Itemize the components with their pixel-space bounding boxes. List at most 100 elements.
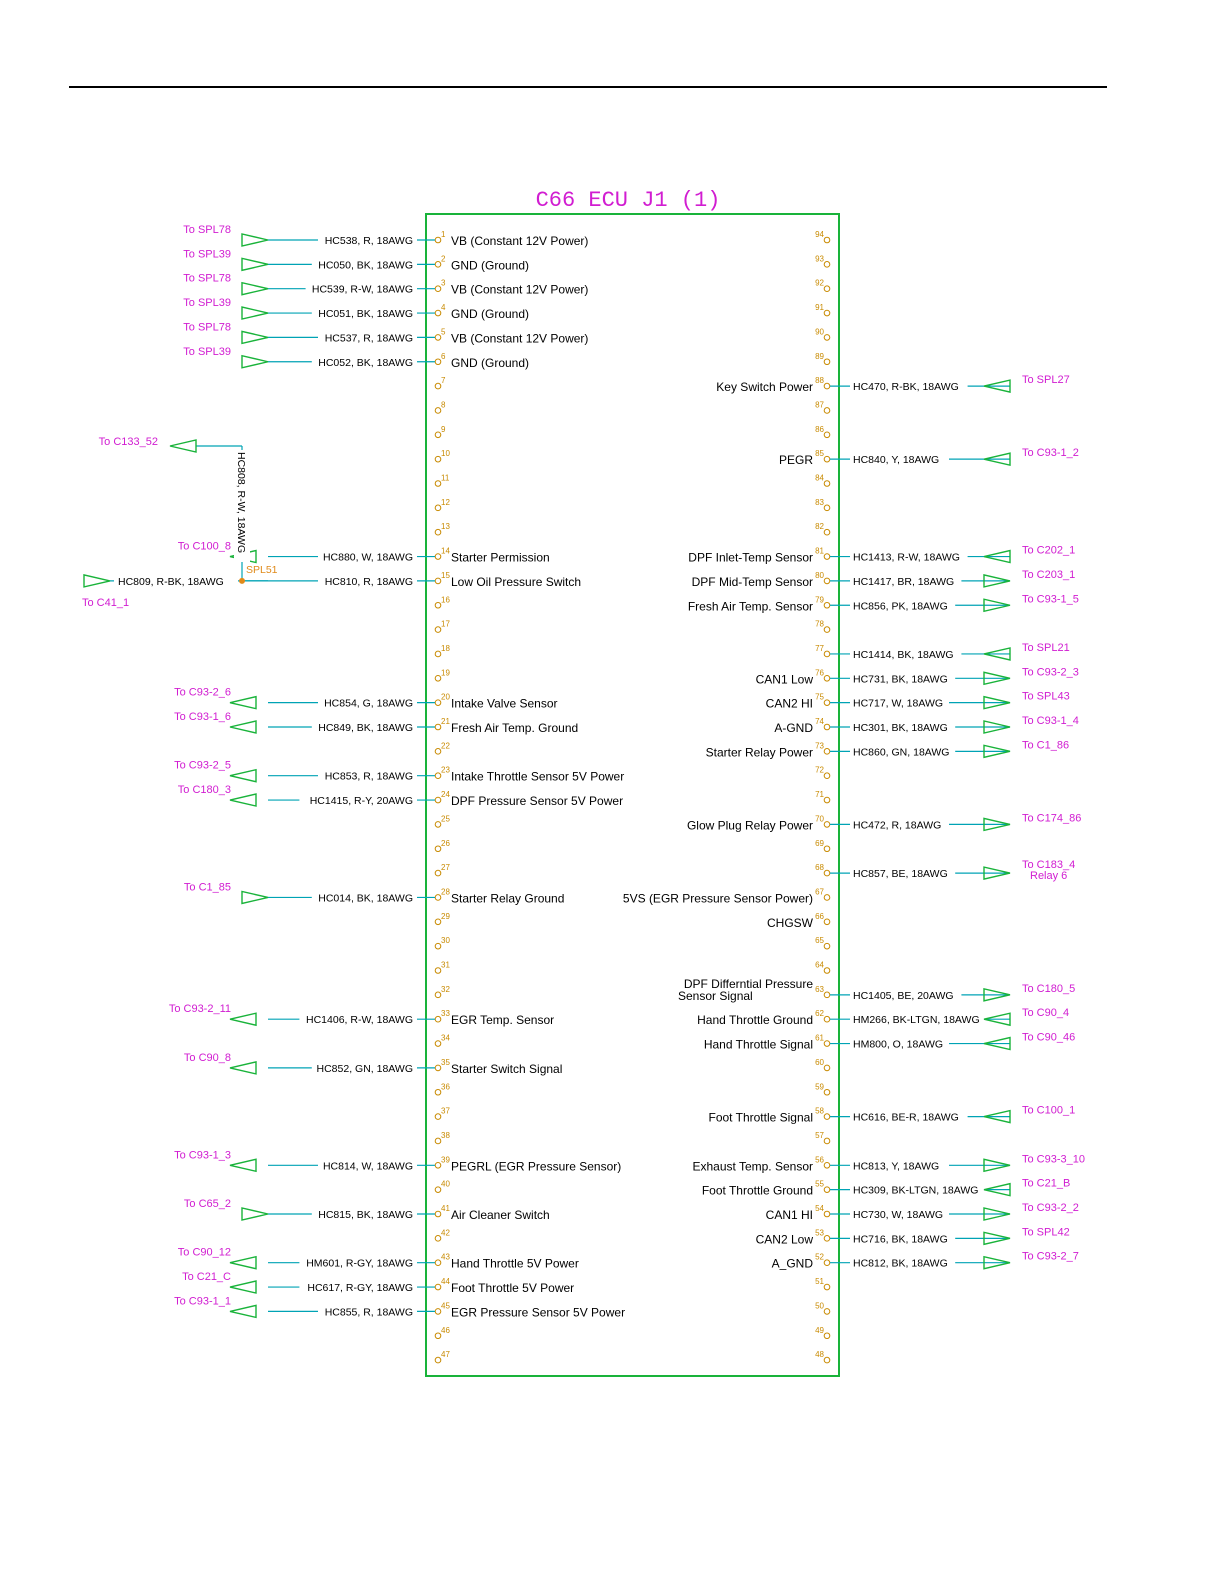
- pin-76-circle: [823, 675, 831, 682]
- splice-vertical-wire-mask: [234, 450, 250, 562]
- pin-66-number: 66: [815, 912, 824, 921]
- pin-26-number: 26: [441, 839, 450, 848]
- pin-88-circle: [823, 382, 831, 390]
- pin-45-number: 45: [441, 1301, 450, 1310]
- pin-60-circle: [823, 1064, 831, 1072]
- pin-71-number: 71: [815, 790, 824, 799]
- pin-46-circle: [434, 1332, 442, 1340]
- pin-45-circle: [434, 1308, 442, 1315]
- pin-55-arrow: [983, 1182, 1011, 1197]
- pin-39-destination: To C93-1_3: [174, 1149, 231, 1161]
- pin-68-wire-label: HC857, BE, 18AWG: [853, 868, 948, 880]
- pin-3-circle: [434, 285, 442, 293]
- pin-79-number: 79: [815, 595, 824, 604]
- pin-85-circle: [823, 455, 831, 463]
- pin-23-arrow: [229, 768, 257, 783]
- pin-28-wire-label: HC014, BK, 18AWG: [318, 892, 413, 904]
- pin-19-number: 19: [441, 668, 450, 677]
- pin-20-wire-mask: [318, 694, 417, 709]
- pin-5-number: 5: [441, 327, 446, 336]
- pin-84-circle: [823, 480, 831, 487]
- pin-76-label: CAN1 Low: [756, 672, 814, 686]
- pin-4-label: GND (Ground): [451, 307, 529, 321]
- pin-6-destination: To SPL39: [183, 346, 231, 358]
- pin-81-destination: To C202_1: [1022, 545, 1075, 557]
- pin-3-label: VB (Constant 12V Power): [451, 283, 588, 297]
- pin-77-wire-label: HC1414, BK, 18AWG: [853, 649, 954, 661]
- pin-45-arrow: [229, 1304, 257, 1319]
- pin-52-number: 52: [815, 1253, 824, 1262]
- pin-9-number: 9: [441, 425, 446, 434]
- pin-85-destination: To C93-1_2: [1022, 447, 1079, 459]
- pin-15-number: 15: [441, 571, 450, 580]
- pin-54-wire-label: HC730, W, 18AWG: [853, 1209, 943, 1221]
- pin-2-number: 2: [441, 254, 446, 263]
- pin-79-wire-mask: [850, 597, 956, 612]
- pin-57-circle: [823, 1137, 831, 1145]
- pin-45-wire-mask: [318, 1303, 417, 1318]
- pin-41-destination: To C65_2: [184, 1198, 231, 1210]
- pin-2-label: GND (Ground): [451, 258, 529, 272]
- pin-77-arrow: [983, 647, 1011, 661]
- pin-54-wire-mask: [850, 1206, 949, 1220]
- pin-32-circle: [434, 991, 442, 999]
- ecu-connector-box: [425, 213, 840, 1377]
- pin-76-destination: To C93-2_3: [1022, 666, 1079, 678]
- pin-75-arrow: [983, 695, 1011, 710]
- pin-36-circle: [434, 1088, 442, 1096]
- pin-59-number: 59: [815, 1082, 824, 1091]
- pin-47-circle: [434, 1356, 442, 1364]
- pin-23-destination: To C93-2_5: [174, 760, 231, 772]
- pin-80-circle: [823, 577, 831, 585]
- pin-38-number: 38: [441, 1131, 450, 1140]
- pin-83-circle: [823, 504, 831, 512]
- pin-81-wire-label: HC1413, R-W, 18AWG: [853, 552, 960, 564]
- pin-13-circle: [434, 528, 442, 536]
- pin-14-wire-label: HC880, W, 18AWG: [323, 552, 413, 564]
- pin-44-destination: To C21_C: [182, 1271, 231, 1283]
- pin-44-label: Foot Throttle 5V Power: [451, 1281, 574, 1295]
- pin-44-wire-label: HC617, R-GY, 18AWG: [307, 1282, 413, 1294]
- pin-4-circle: [434, 309, 442, 317]
- pin-21-number: 21: [441, 717, 450, 726]
- pin-85-wire-label: HC840, Y, 18AWG: [853, 454, 939, 466]
- pin-1-wire-label: HC538, R, 18AWG: [325, 235, 413, 247]
- pin-56-label: Exhaust Temp. Sensor: [692, 1159, 813, 1173]
- pin-70-destination: To C174_86: [1022, 812, 1081, 824]
- pin-40-number: 40: [441, 1180, 450, 1189]
- pin-61-number: 61: [815, 1034, 824, 1043]
- pin-21-arrow: [229, 720, 257, 734]
- pin-76-number: 76: [815, 668, 824, 677]
- pin-55-number: 55: [815, 1180, 824, 1189]
- pin-23-wire-label: HC853, R, 18AWG: [325, 771, 413, 783]
- pin-81-circle: [823, 553, 831, 560]
- pin-75-circle: [823, 699, 831, 706]
- pin-93-circle: [823, 261, 831, 268]
- pin-21-destination: To C93-1_6: [174, 711, 231, 723]
- pin-86-number: 86: [815, 425, 824, 434]
- pin-70-number: 70: [815, 814, 824, 823]
- pin-25-circle: [434, 821, 442, 828]
- pin-56-arrow: [983, 1158, 1011, 1173]
- pin-24-destination: To C180_3: [178, 784, 231, 796]
- pin-74-wire-label: HC301, BK, 18AWG: [853, 722, 948, 734]
- pin-23-circle: [434, 772, 442, 780]
- pin-80-wire-label: HC1417, BR, 18AWG: [853, 576, 954, 588]
- pin-49-number: 49: [815, 1326, 824, 1335]
- pin-17-number: 17: [441, 620, 450, 629]
- pin-53-destination: To SPL42: [1022, 1226, 1070, 1238]
- pin-16-circle: [434, 601, 442, 609]
- pin-90-number: 90: [815, 327, 824, 336]
- pin-17-circle: [434, 626, 442, 633]
- pin-81-arrow: [983, 549, 1011, 564]
- pin-33-wire-label: HC1406, R-W, 18AWG: [306, 1014, 413, 1026]
- pin-11-number: 11: [441, 474, 450, 483]
- pin-91-number: 91: [815, 303, 824, 312]
- pin-31-circle: [434, 967, 442, 974]
- pin-38-circle: [434, 1137, 442, 1145]
- pin-51-circle: [823, 1283, 831, 1291]
- pin-58-destination: To C100_1: [1022, 1105, 1075, 1117]
- pin-14-destination: To C100_8: [178, 541, 231, 553]
- pin-81-label: DPF Inlet-Temp Sensor: [688, 551, 813, 565]
- pin-56-number: 56: [815, 1155, 824, 1164]
